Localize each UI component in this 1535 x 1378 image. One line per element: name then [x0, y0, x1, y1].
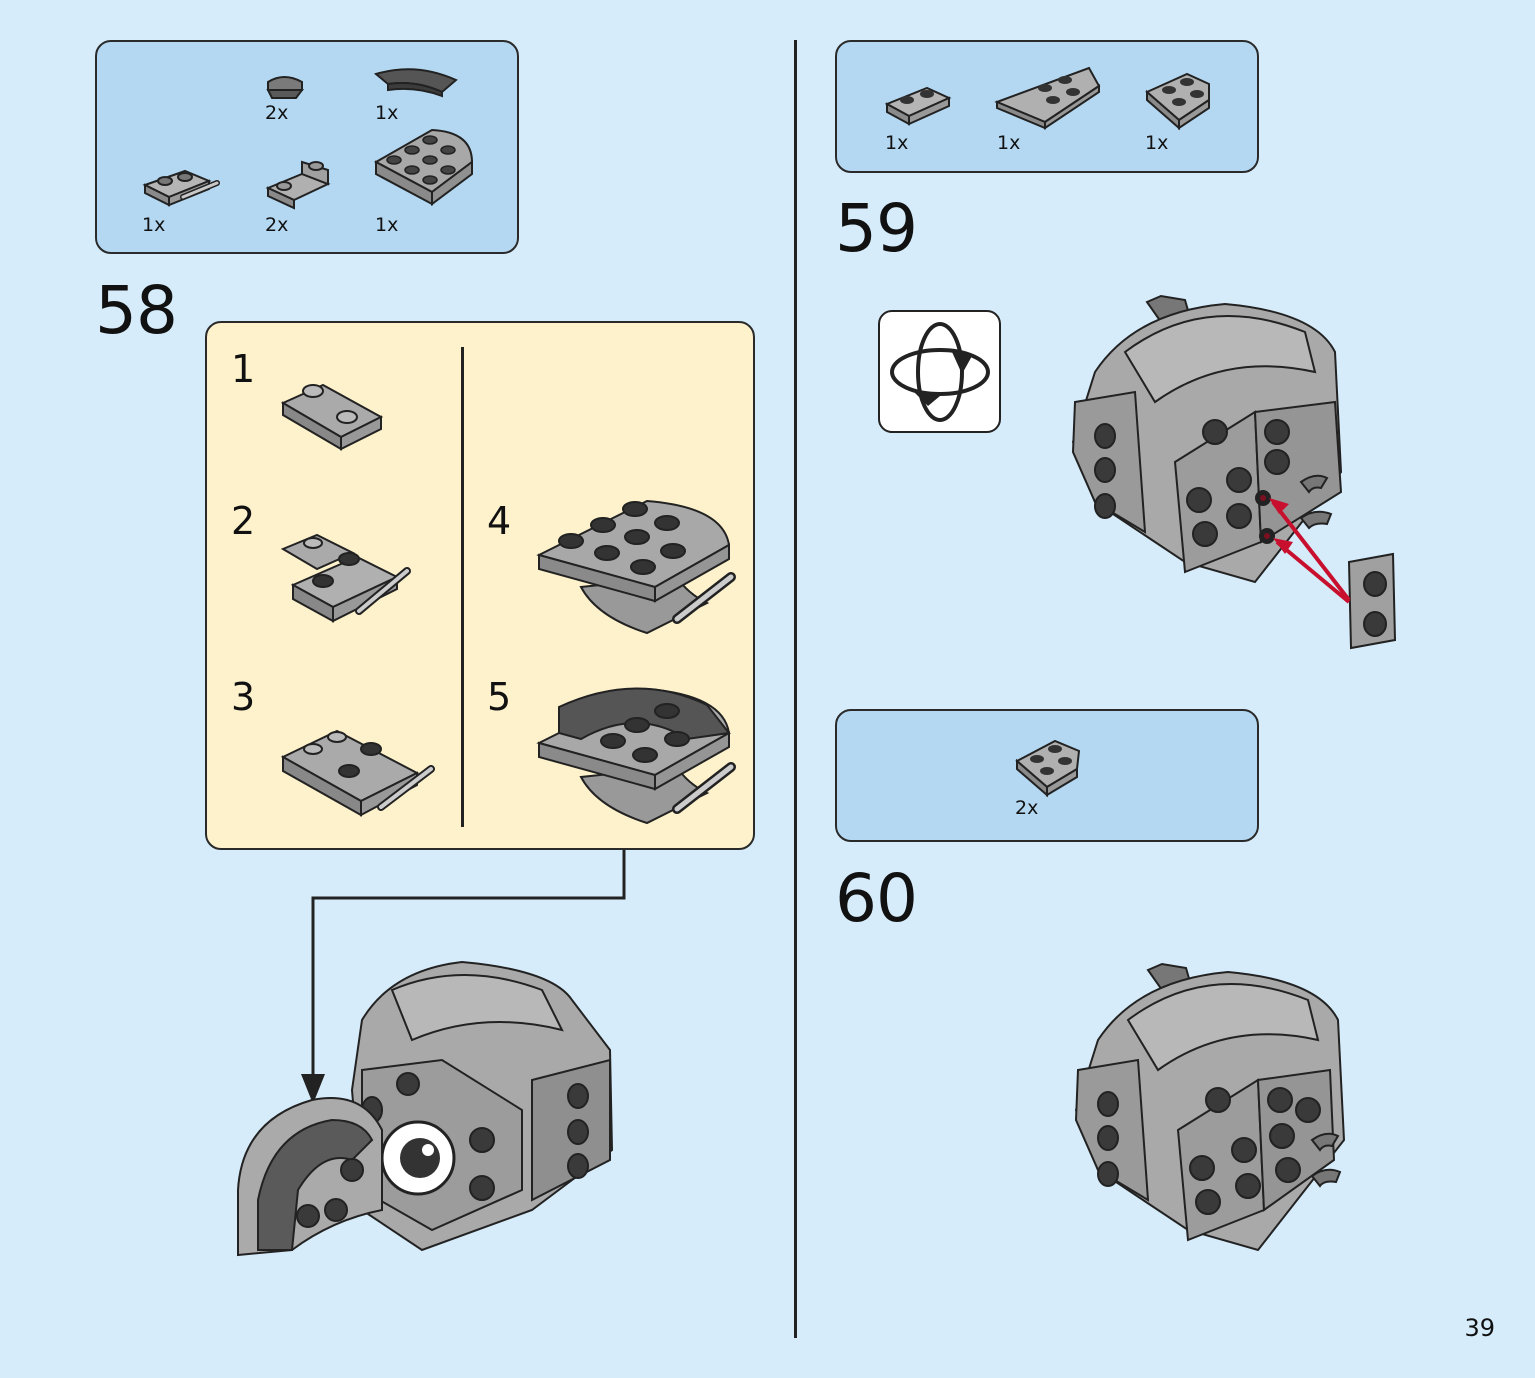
substep-number: 3 [231, 675, 256, 719]
step60-parts-box: 2x [835, 709, 1259, 842]
part-qty: 2x [1015, 797, 1039, 819]
step58-model-icon [237, 960, 614, 1257]
page-divider [794, 40, 797, 1338]
part-qty: 1x [885, 132, 909, 154]
substep-number: 5 [487, 675, 512, 719]
step59-model-icon [1071, 294, 1397, 650]
part-qty: 1x [1145, 132, 1169, 154]
wedge-plate-icon [994, 66, 1101, 130]
part-qty: 1x [375, 214, 399, 236]
part-qty: 2x [265, 214, 289, 236]
plate-1x2-icon [884, 86, 952, 126]
part-qty: 1x [375, 102, 399, 124]
inverted-slope-plate-icon [265, 160, 331, 210]
part-qty: 1x [997, 132, 1021, 154]
step59-parts-box: 1x 1x 1x [835, 40, 1259, 173]
round-corner-plate-4x4-icon [373, 128, 474, 206]
part-qty: 1x [142, 214, 166, 236]
substep-number: 4 [487, 499, 512, 543]
step-number-58: 58 [95, 272, 178, 349]
rotate-model-icon [878, 310, 1001, 433]
wing-plate-2x2-icon [1145, 72, 1210, 131]
substep-number: 2 [231, 499, 256, 543]
step58-parts-box: 2x 1x 1x 2x 1x [95, 40, 519, 254]
substep-number: 1 [231, 347, 256, 391]
substep-1-model-icon [280, 383, 384, 451]
wedge-plate-2x2-icon [1015, 739, 1081, 798]
substep-3-model-icon [280, 729, 435, 817]
macaroni-tile-icon [373, 68, 458, 98]
part-qty: 2x [265, 102, 289, 124]
connector-arrow-icon [301, 850, 626, 1104]
subassembly-box: 1 2 3 4 [205, 321, 755, 850]
subassembly-divider [461, 347, 464, 827]
step-number-59: 59 [835, 190, 918, 267]
curved-slope-1x1-icon [266, 76, 304, 99]
substep-5-model-icon [536, 687, 736, 825]
substep-4-model-icon [536, 499, 736, 635]
substep-2-model-icon [280, 533, 411, 623]
step60-model-icon [1074, 962, 1346, 1252]
page-number: 39 [1464, 1314, 1495, 1342]
step-number-60: 60 [835, 860, 918, 937]
plate-1x2-with-bar-icon [142, 169, 220, 207]
